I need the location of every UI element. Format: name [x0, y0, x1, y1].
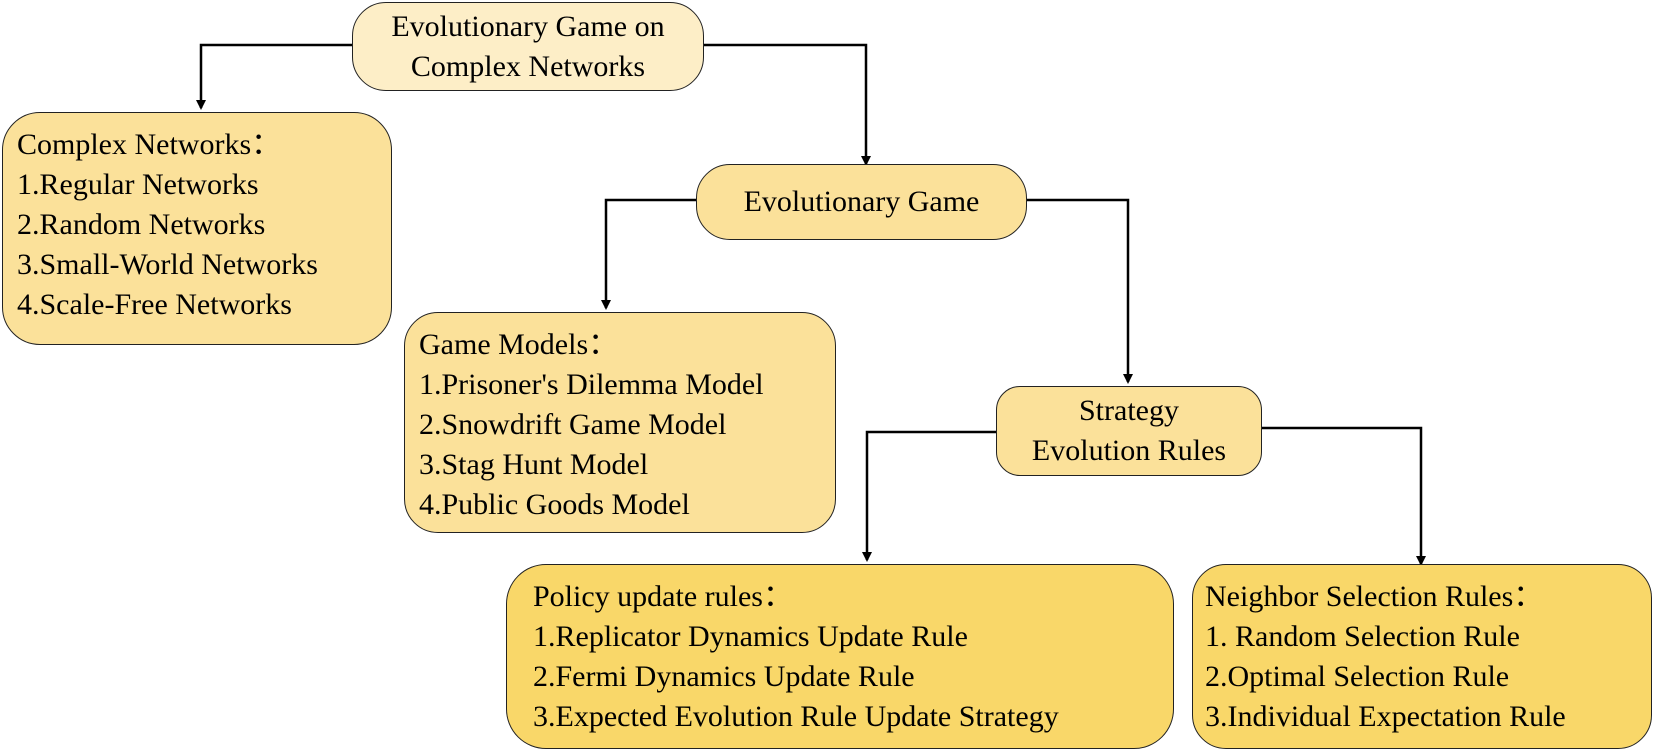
- edge-strategy-rules-to-neighbor-selection: [1262, 426, 1426, 566]
- edge-evolutionary-game-to-game-models: [601, 198, 696, 310]
- root-node: Evolutionary Game on Complex Networks: [352, 2, 704, 91]
- policy-update-title: Policy update rules：: [533, 580, 793, 613]
- strategy-rules-node: Strategy Evolution Rules: [996, 386, 1262, 476]
- game-models-item: 2.Snowdrift Game Model: [419, 408, 727, 441]
- policy-update-node: Policy update rules： 1.Replicator Dynami…: [506, 564, 1174, 749]
- complex-networks-item: 2.Random Networks: [17, 208, 266, 241]
- strategy-rules-label-line1: Strategy: [1079, 394, 1179, 427]
- game-models-item: 3.Stag Hunt Model: [419, 448, 649, 481]
- policy-update-item: 2.Fermi Dynamics Update Rule: [533, 660, 915, 693]
- game-models-item: 1.Prisoner's Dilemma Model: [419, 368, 764, 401]
- neighbor-selection-item: 1. Random Selection Rule: [1205, 620, 1520, 653]
- game-models-node: Game Models： 1.Prisoner's Dilemma Model …: [404, 312, 836, 533]
- complex-networks-item: 1.Regular Networks: [17, 168, 259, 201]
- strategy-rules-label-line2: Evolution Rules: [1031, 434, 1227, 467]
- edge-evolutionary-game-to-strategy-rules: [1027, 198, 1133, 384]
- neighbor-selection-item: 3.Individual Expectation Rule: [1205, 700, 1566, 733]
- root-label-line1: Evolutionary Game on: [391, 9, 665, 43]
- game-models-item: 4.Public Goods Model: [419, 488, 690, 521]
- game-models-title: Game Models：: [419, 328, 619, 361]
- root-label-line2: Complex Networks: [410, 49, 646, 83]
- edge-root-to-evolutionary-game: [704, 43, 871, 166]
- policy-update-item: 3.Expected Evolution Rule Update Strateg…: [533, 700, 1059, 733]
- complex-networks-item: 4.Scale-Free Networks: [17, 288, 292, 321]
- complex-networks-item: 3.Small-World Networks: [17, 248, 318, 281]
- edge-strategy-rules-to-policy-update: [862, 430, 996, 562]
- evolutionary-game-label: Evolutionary Game: [743, 185, 980, 218]
- complex-networks-title: Complex Networks：: [17, 128, 282, 161]
- neighbor-selection-item: 2.Optimal Selection Rule: [1205, 660, 1510, 693]
- edge-root-to-complex-networks: [196, 43, 352, 110]
- evolutionary-game-node: Evolutionary Game: [696, 164, 1027, 240]
- policy-update-item: 1.Replicator Dynamics Update Rule: [533, 620, 968, 653]
- complex-networks-node: Complex Networks： 1.Regular Networks 2.R…: [2, 112, 392, 345]
- neighbor-selection-node: Neighbor Selection Rules： 1. Random Sele…: [1192, 564, 1652, 749]
- neighbor-selection-title: Neighbor Selection Rules：: [1205, 580, 1544, 613]
